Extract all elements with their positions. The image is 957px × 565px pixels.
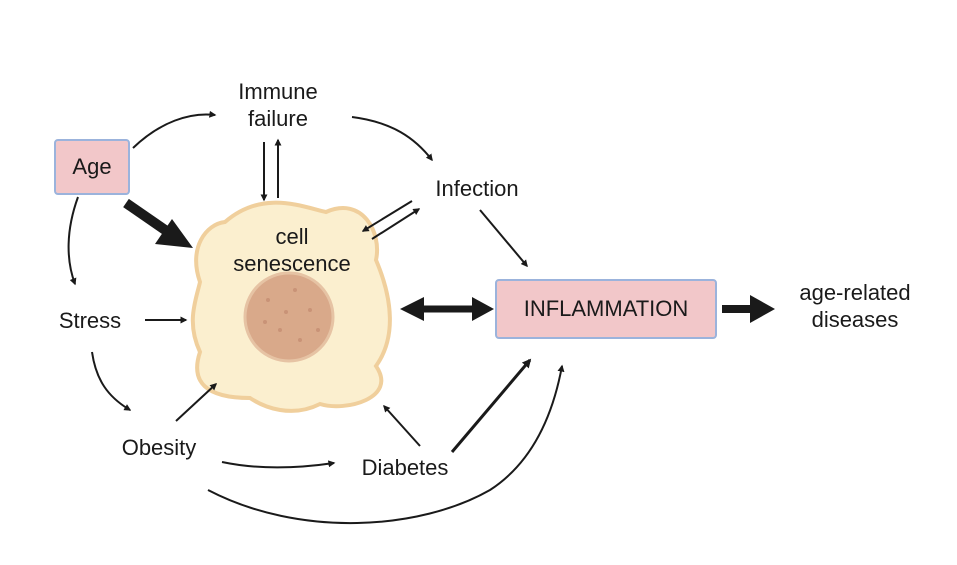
arrow-cell-infection [371, 208, 421, 240]
node-inflammation: INFLAMMATION [495, 279, 717, 339]
arrow-diabetes-cell [383, 404, 421, 447]
arrow-age-cell-head [155, 219, 193, 248]
node-cell-line2: senescence [233, 251, 351, 276]
arrow-immune-infection [351, 116, 433, 162]
node-diabetes: Diabetes [361, 455, 449, 480]
arrow-obesity-cell [175, 383, 218, 422]
node-inflammation-label: INFLAMMATION [523, 296, 689, 321]
node-disease-line1: age-related [799, 280, 911, 305]
arrow-diabetes-inflammation [450, 358, 532, 453]
node-disease-line2: diseases [811, 307, 899, 332]
node-stress: Stress [58, 308, 122, 333]
arrow-age-stress [67, 196, 79, 286]
arrow-age-immune [132, 110, 217, 149]
node-immune-line1: Immune [238, 79, 318, 104]
arrow-infection-cell [361, 200, 413, 232]
node-age: Age [54, 139, 130, 195]
node-age-related-diseases: age-related diseases [774, 279, 936, 333]
arrow-inflammation-diseases-head [750, 295, 775, 323]
node-cell-line1: cell [275, 224, 309, 249]
arrow-age-cell [123, 198, 171, 237]
node-immune-failure: Immune failure [222, 78, 334, 132]
arrow-obesity-inflammation [207, 364, 565, 524]
node-cell-senescence: cell senescence [212, 223, 372, 277]
arrow-stress-obesity [91, 351, 132, 411]
arrow-infection-inflammation [479, 209, 528, 268]
node-immune-line2: failure [248, 106, 308, 131]
cell-nucleus [243, 271, 335, 363]
node-age-label: Age [72, 154, 112, 179]
arrow-cell-inflammation-right-head [472, 297, 494, 321]
node-infection: Infection [435, 176, 519, 201]
relation-arrows [67, 110, 565, 524]
arrow-cell-inflammation-left-head [400, 297, 424, 321]
arrow-obesity-diabetes [221, 460, 336, 469]
node-obesity: Obesity [121, 435, 197, 460]
nucleus-speckles [263, 288, 320, 342]
